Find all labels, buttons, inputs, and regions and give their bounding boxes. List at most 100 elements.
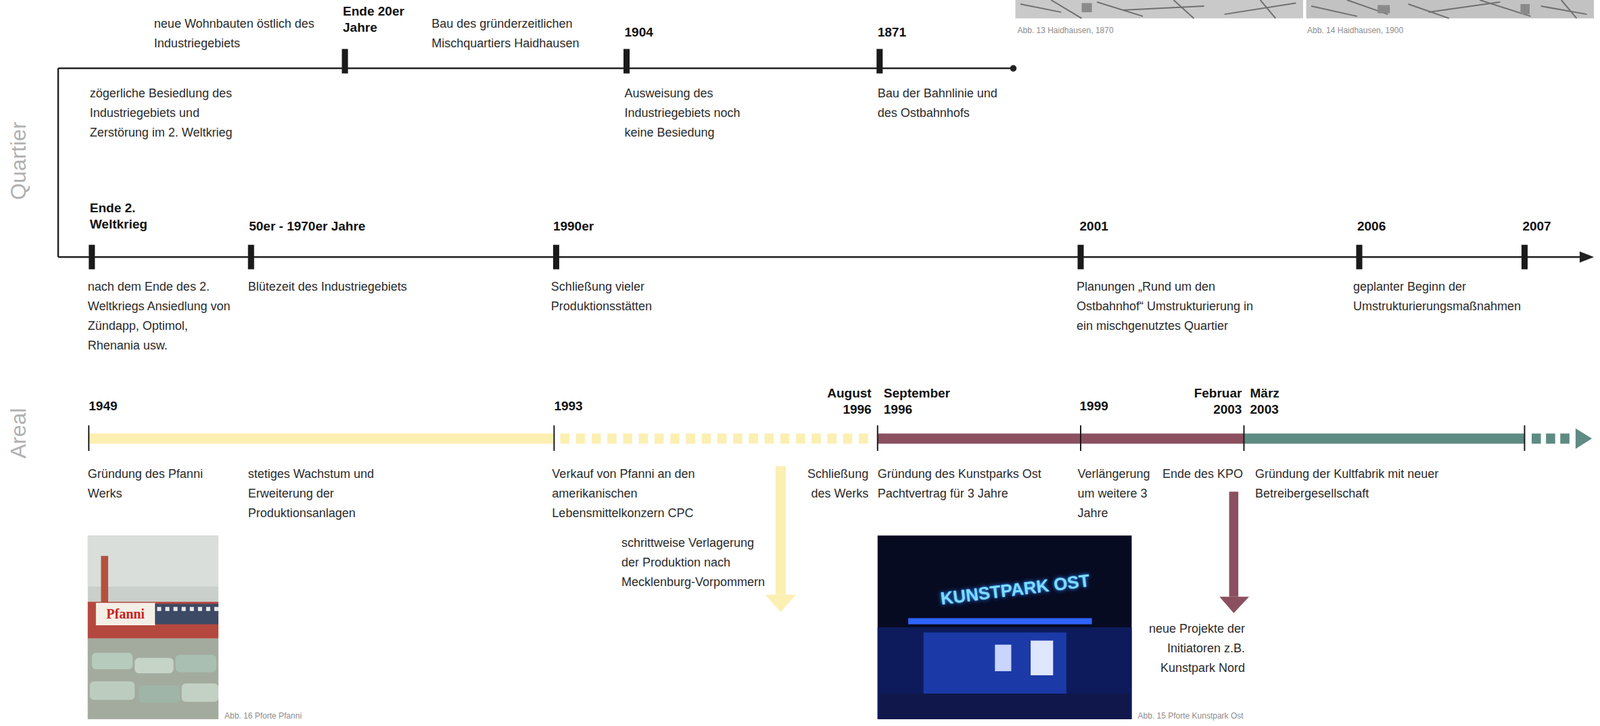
transition-dash [858, 433, 869, 444]
photo-facade [154, 603, 219, 625]
photo-facade-detail [198, 607, 203, 612]
map-line [1541, 6, 1588, 15]
axis-arrowhead [1579, 251, 1594, 264]
transition-dash [827, 433, 837, 444]
transition-dash [764, 433, 775, 444]
photo-car [89, 681, 135, 700]
map-line [1407, 4, 1449, 19]
transition-dash [843, 433, 853, 444]
map-thumbnail [1306, 0, 1595, 19]
event-text: Gründung des Pfanni Werks [87, 464, 211, 504]
event-text: Verlängerung um weitere 3 Jahre [1077, 464, 1158, 524]
figure-caption: Abb. 13 Haidhausen, 1870 [1017, 25, 1114, 36]
timeline-tick [1355, 244, 1362, 270]
photo-facade-detail [181, 607, 186, 612]
event-text: Bau des gründerzeitlichen Mischquartiers… [431, 14, 606, 54]
figure-caption: Abb. 16 Pforte Pfanni [224, 711, 302, 722]
timeline-tick [553, 425, 555, 452]
bar-arrowhead [1575, 428, 1592, 450]
date-label: 2001 [1079, 218, 1109, 235]
event-text: Schließung des Werks [801, 464, 869, 504]
photo-facade-detail [173, 607, 178, 612]
event-text: zögerliche Besiedlung des Industriegebie… [89, 83, 259, 143]
event-text: Blütezeit des Industriegebiets [248, 277, 453, 297]
row-title: Areal [6, 408, 31, 460]
transition-dash [639, 433, 649, 444]
timeline-tick [1523, 425, 1525, 452]
future-dash [1560, 433, 1570, 444]
transition-dash [811, 433, 821, 444]
figure-caption: Abb. 15 Pforte Kunstpark Ost [1138, 711, 1244, 722]
timeline-tick [1521, 244, 1528, 270]
map-line [1020, 4, 1062, 13]
figure-caption: Abb. 14 Haidhausen, 1900 [1307, 25, 1404, 36]
future-dash [1531, 433, 1542, 444]
map-line [1173, 0, 1194, 19]
date-label: 1904 [624, 24, 654, 41]
transition-dash [748, 433, 759, 444]
map-line [1561, 0, 1578, 19]
photo-chimney [100, 555, 109, 605]
date-label: Februar 2003 [1189, 385, 1242, 418]
event-text: Schließung vieler Produktionsstätten [551, 277, 736, 317]
event-text: Gründung des Kunstparks Ost Pachtvertrag… [877, 464, 1057, 504]
photo-sign-text: Pfanni [106, 605, 145, 623]
map-line [1311, 6, 1358, 17]
photo-car [175, 655, 217, 673]
map-line [1260, 0, 1277, 19]
transition-dash [717, 433, 727, 444]
projects-arrowhead [1219, 597, 1250, 614]
timeline-tick [342, 48, 349, 74]
photo-facade-detail [165, 607, 170, 612]
projects-arrow [1229, 491, 1239, 597]
photo-sign [96, 603, 156, 626]
photo-kunstpark [877, 535, 1133, 720]
photo-car [138, 685, 180, 704]
transition-dash [622, 433, 633, 444]
date-label: August 1996 [823, 385, 872, 418]
photo-facade-detail [156, 607, 161, 612]
kultfabrik-period-bar [1243, 433, 1525, 444]
transition-dash [576, 433, 586, 444]
photo-pavement [879, 693, 1131, 720]
timeline-tick [88, 244, 95, 270]
event-text: Ausweisung des Industriegebiets noch kei… [624, 83, 753, 143]
map-line [1224, 3, 1297, 15]
date-label: 1871 [877, 24, 907, 41]
photo-facade-detail [206, 607, 211, 612]
event-text: neue Projekte der Initiatoren z.B. Kunst… [1132, 619, 1245, 679]
photo-facade-detail [190, 607, 195, 612]
photo-facade-detail [214, 607, 219, 612]
timeline-tick [553, 244, 560, 270]
date-label: Ende 2. Weltkrieg [89, 200, 172, 233]
relocation-arrow [775, 466, 786, 596]
photo-car [91, 653, 133, 670]
photo-car [134, 657, 174, 674]
transition-dash [670, 433, 680, 444]
timeline-axis [58, 256, 1581, 259]
date-label: 2007 [1522, 218, 1551, 235]
future-dash [1545, 433, 1556, 444]
transition-dash [733, 433, 743, 444]
timeline-axis [58, 67, 1014, 70]
timeline-tick [1077, 244, 1085, 270]
event-text: stetiges Wachstum und Erweiterung der Pr… [248, 464, 427, 524]
map-line [1050, 0, 1082, 19]
event-text: Verkauf von Pfanni an den amerikanischen… [551, 464, 731, 524]
photo-car [181, 683, 219, 702]
date-label: 1990er [553, 218, 594, 235]
timeline-axis [57, 68, 60, 257]
axis-endpoint [1010, 64, 1018, 72]
photo-door [994, 645, 1011, 672]
photo-ground [87, 639, 219, 720]
timeline-tick [87, 425, 90, 452]
transition-dash [795, 433, 806, 444]
timeline-tick [876, 48, 883, 74]
date-label: September 1996 [883, 385, 954, 418]
map-block [1377, 5, 1390, 14]
timeline-tick [877, 425, 879, 452]
timeline-tick [623, 48, 630, 74]
kunstpark-period-bar [877, 433, 1245, 444]
event-text: neue Wohnbauten östlich des Industriegeb… [154, 14, 333, 54]
